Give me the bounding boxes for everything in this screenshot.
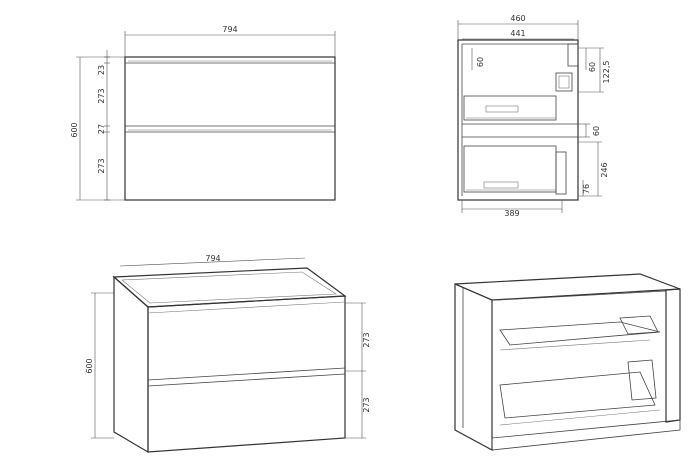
side-drawer2-box [463,145,557,193]
iso-drawer2-label: 273 [362,397,371,412]
front-cabinet-outline [124,56,336,201]
open-left-side [454,283,493,452]
side-bracket [555,72,573,92]
side-top-front-panel [567,43,579,67]
iso-drawer-gap-top [147,367,346,381]
iso-open-view [454,273,681,452]
open-right-side [665,288,681,423]
iso-view: 794 600 273 273 [85,254,371,454]
front-view: 794 600 23 273 27 273 [70,25,336,201]
side-right-top-label: 60 [588,62,597,72]
iso-left-face [113,275,149,454]
side-cabinet-outline [457,39,579,201]
side-inner-depth-label: 441 [510,29,525,38]
side-drawer-label: 246 [600,162,609,177]
iso-top-face [112,267,347,308]
open-drawer2-rail [499,409,661,426]
iso-top-inner [121,271,337,304]
open-drawer1-tray [499,321,661,346]
iso-drawer1-handle [147,301,346,314]
side-left-top-label: 60 [476,57,485,67]
iso-width-label: 794 [205,254,220,263]
iso-drawer-gap-bottom [147,373,346,387]
open-back-top [496,290,667,301]
side-bracket-label: 122,5 [602,61,611,84]
side-view: 460 441 60 60 122,5 60 246 76 389 [457,14,611,218]
side-drawer1-box [463,95,557,121]
side-drawer2-runner [483,181,519,189]
side-runner-label: 389 [504,209,519,218]
front-drawer2-label: 273 [97,158,106,173]
iso-drawer1-label: 273 [362,332,371,347]
side-drawer2-front [555,151,567,195]
front-height-label: 600 [70,122,79,137]
front-mid-gap-label: 27 [97,124,106,134]
iso-width-dimline [119,257,306,267]
open-drawer2-front [627,359,657,401]
iso-height-label: 600 [85,358,94,373]
side-bottom-label: 76 [582,184,591,194]
front-width-label: 794 [222,25,237,34]
side-depth-label: 460 [510,14,525,23]
front-top-gap-label: 23 [97,65,106,75]
open-bottom-rail [491,419,681,451]
side-bracket-inner [558,75,570,89]
open-drawer1-front [619,315,659,335]
side-shelf-label: 60 [592,126,601,136]
side-drawer1-runner [485,105,519,113]
open-drawer1-rail [499,339,651,351]
open-drawer2-tray [499,371,656,419]
front-drawer1-label: 273 [97,88,106,103]
